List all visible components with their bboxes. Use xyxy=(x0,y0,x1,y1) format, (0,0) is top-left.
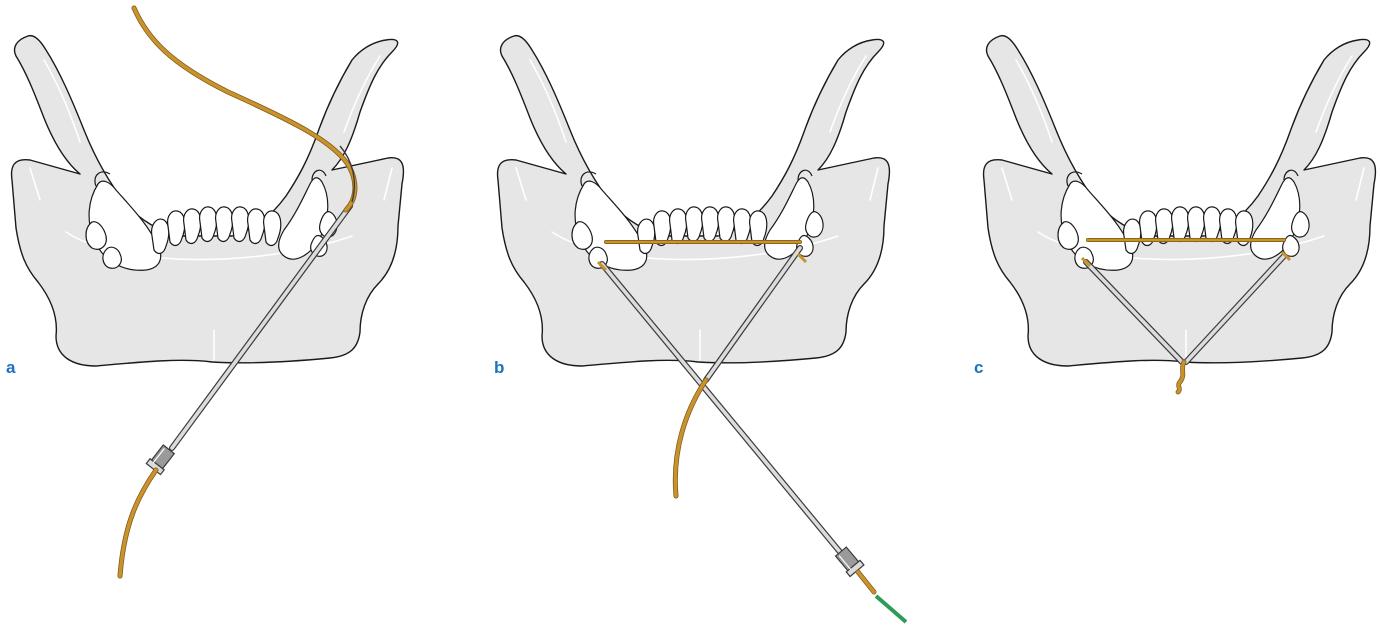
panel-a-diagram xyxy=(12,8,404,576)
panel-label-a: a xyxy=(6,359,15,376)
wire-a-tail-edge xyxy=(120,470,156,576)
wire-b-end xyxy=(858,572,874,592)
wire-a-tail xyxy=(120,470,156,576)
mandible-b xyxy=(498,36,890,366)
panel-b-diagram xyxy=(498,36,906,622)
mandible-c xyxy=(984,36,1376,366)
mandible-a xyxy=(12,36,404,366)
panel-label-b: b xyxy=(494,359,504,376)
wire-b-tail xyxy=(675,380,706,496)
suture-green xyxy=(876,596,906,622)
panel-c-diagram xyxy=(984,36,1376,392)
panel-label-c: c xyxy=(974,359,983,376)
